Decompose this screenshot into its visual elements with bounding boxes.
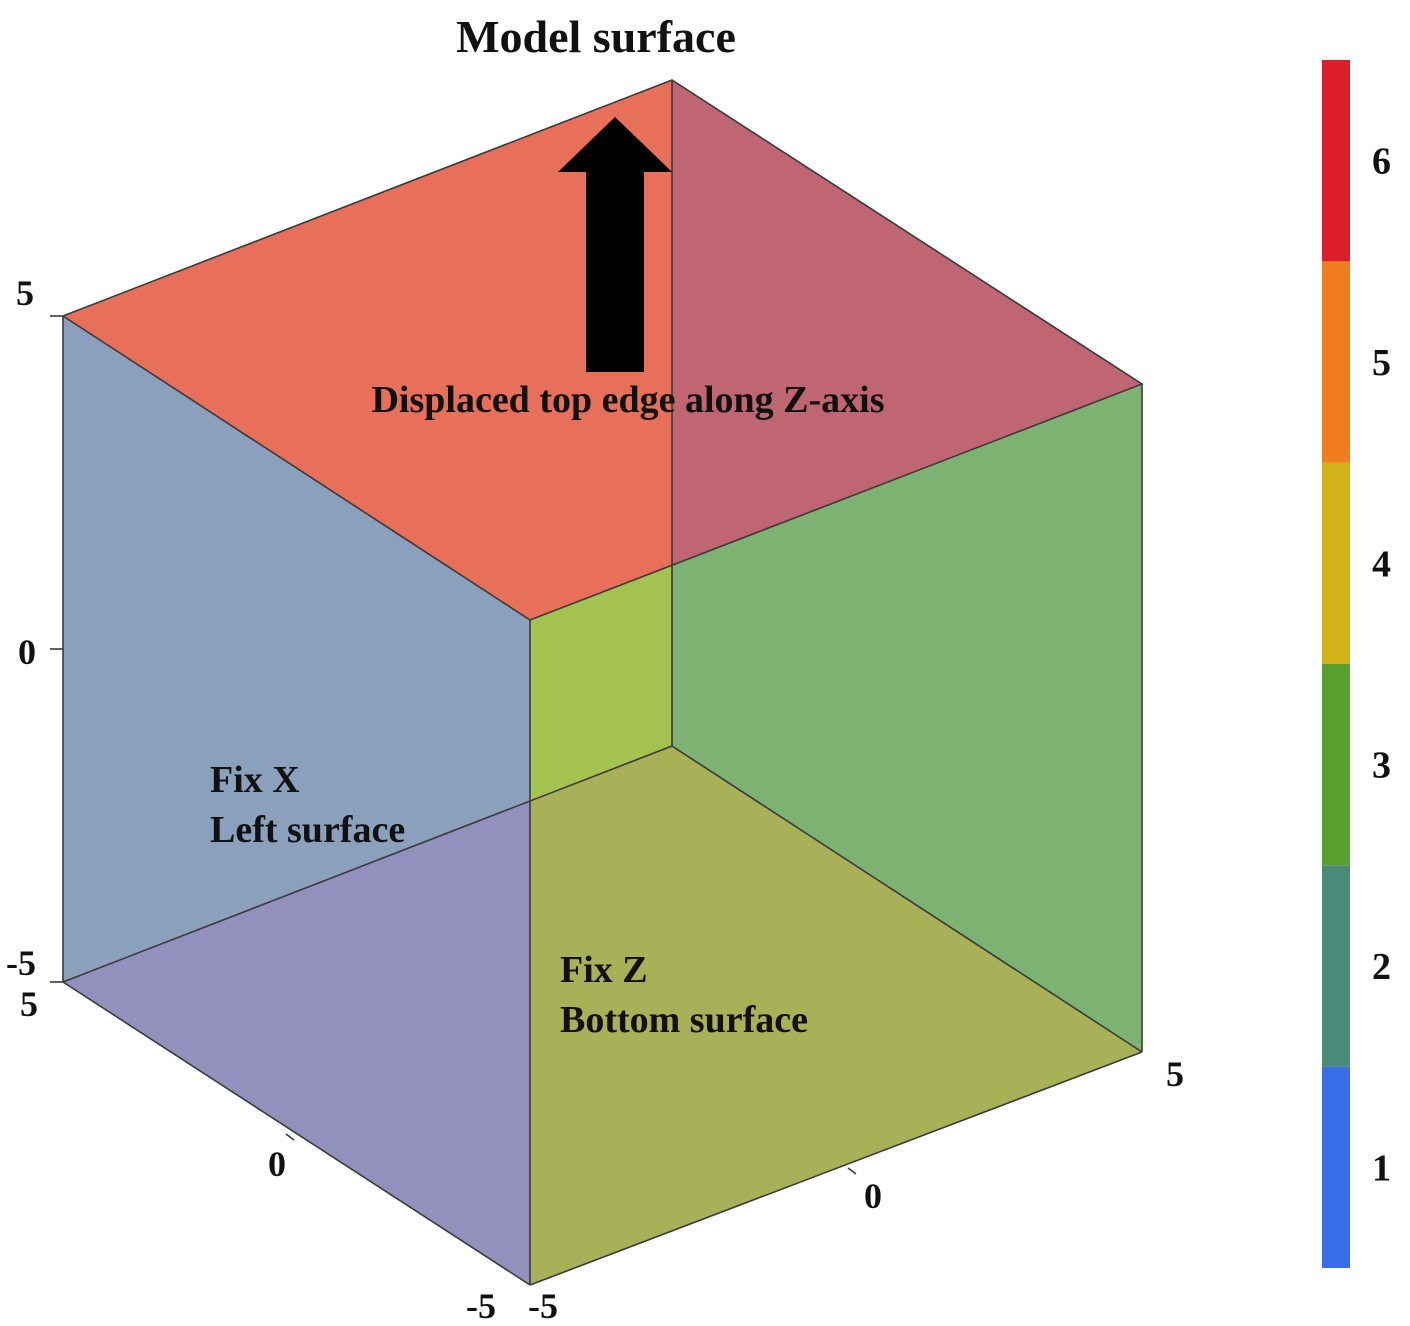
vertical-tick-label: 0 [18,632,36,672]
colorbar-tick-label: 6 [1372,141,1391,183]
front-strip-face [530,566,672,802]
colorbar-segment [1322,261,1350,463]
cube [50,79,1144,1286]
top-annotation: Displaced top edge along Z-axis [371,379,884,421]
tick-mark [285,1133,295,1141]
left-annotation-line1: Fix X [210,759,300,801]
right-depth-tick-label: -5 [528,1286,558,1326]
colorbar-tick-label: 2 [1372,946,1391,988]
bottom-annotation-line2: Bottom surface [560,999,808,1041]
right-depth-tick-label: 5 [1166,1054,1184,1094]
diagram-title: Model surface [456,11,736,62]
colorbar-tick-label: 1 [1372,1147,1391,1189]
displacement-arrow [558,117,672,372]
right-depth-tick-label: 0 [864,1176,882,1216]
top-face [63,80,672,620]
colorbar-segment [1322,1066,1350,1268]
bottom-annotation-line1: Fix Z [560,949,648,991]
bottom-left-face [63,802,530,1285]
bottom-right-face [530,746,1142,1285]
top-right-back-face [672,80,1142,566]
left-annotation-line2: Left surface [210,809,405,851]
tick-mark [847,1167,857,1175]
bottom-back-right-edge [671,745,1143,1053]
bottom-left-edge [62,981,531,1286]
vertical-tick-label: 5 [16,273,34,313]
colorbar-tick-label: 5 [1372,342,1391,384]
bottom-back-left-edge [62,745,673,983]
colorbar-segment [1322,462,1350,664]
left-depth-tick-label: 0 [268,1144,286,1184]
colorbar: 1 2 3 4 5 6 [1322,60,1391,1268]
colorbar-segment [1322,60,1350,262]
colorbar-segment [1322,865,1350,1067]
left-depth-tick-label: -5 [466,1286,496,1326]
vertical-tick-label: -5 [6,943,36,983]
bottom-right-edge [529,1051,1143,1286]
colorbar-tick-label: 3 [1372,745,1391,787]
left-depth-tick-label: 5 [20,984,38,1024]
colorbar-segment [1322,664,1350,866]
colorbar-tick-label: 4 [1372,543,1391,585]
